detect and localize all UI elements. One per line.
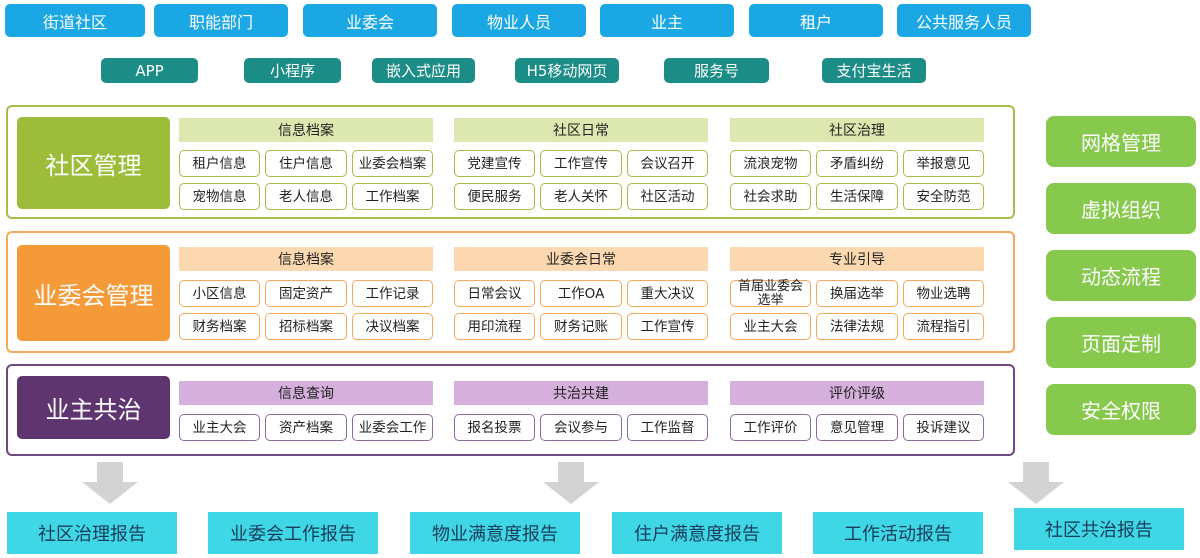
module-item[interactable]: 业主大会 — [730, 313, 811, 340]
module-item[interactable]: 固定资产 — [265, 280, 347, 307]
module-item[interactable]: 举报意见 — [903, 150, 984, 177]
group-header: 专业引导 — [730, 247, 984, 271]
module-item[interactable]: 住户信息 — [265, 150, 347, 177]
module-item[interactable]: 宠物信息 — [179, 183, 260, 210]
module-item[interactable]: 物业选聘 — [903, 280, 984, 307]
report-property-satisfaction[interactable]: 物业满意度报告 — [410, 512, 580, 554]
module-item[interactable]: 业委会工作 — [352, 414, 433, 441]
group-header: 评价评级 — [730, 381, 984, 405]
role-owner[interactable]: 业主 — [600, 4, 734, 37]
module-item[interactable]: 投诉建议 — [903, 414, 984, 441]
section-title-co-governance: 业主共治 — [17, 376, 170, 439]
module-item[interactable]: 决议档案 — [352, 313, 433, 340]
module-item[interactable]: 财务记账 — [540, 313, 622, 340]
module-item[interactable]: 意见管理 — [816, 414, 898, 441]
role-property-staff[interactable]: 物业人员 — [452, 4, 586, 37]
module-item[interactable]: 租户信息 — [179, 150, 260, 177]
module-item[interactable]: 换届选举 — [816, 280, 898, 307]
module-item[interactable]: 安全防范 — [903, 183, 984, 210]
down-arrow-icon — [1008, 462, 1064, 504]
module-item[interactable]: 工作记录 — [352, 280, 433, 307]
module-item[interactable]: 工作监督 — [627, 414, 708, 441]
channel-embedded-app[interactable]: 嵌入式应用 — [372, 58, 475, 83]
module-item[interactable]: 重大决议 — [627, 280, 708, 307]
report-work-activity[interactable]: 工作活动报告 — [813, 512, 983, 554]
module-item[interactable]: 流浪宠物 — [730, 150, 811, 177]
module-item[interactable]: 工作评价 — [730, 414, 811, 441]
channel-app[interactable]: APP — [101, 58, 198, 83]
section-owner-co-governance — [6, 364, 1015, 456]
group-header: 信息查询 — [179, 381, 433, 405]
channel-alipay-life[interactable]: 支付宝生活 — [822, 58, 926, 83]
module-item[interactable]: 报名投票 — [454, 414, 535, 441]
feature-page-customization[interactable]: 页面定制 — [1046, 317, 1196, 368]
down-arrow-icon — [82, 462, 138, 504]
module-item[interactable]: 老人信息 — [265, 183, 347, 210]
role-functional-dept[interactable]: 职能部门 — [154, 4, 288, 37]
module-item[interactable]: 财务档案 — [179, 313, 260, 340]
module-item[interactable]: 法律法规 — [816, 313, 898, 340]
module-item[interactable]: 党建宣传 — [454, 150, 535, 177]
group-header: 共治共建 — [454, 381, 708, 405]
module-item[interactable]: 工作OA — [540, 280, 622, 307]
module-item[interactable]: 招标档案 — [265, 313, 347, 340]
feature-security-permissions[interactable]: 安全权限 — [1046, 384, 1196, 435]
module-item[interactable]: 首届业委会选举 — [730, 279, 811, 307]
module-item[interactable]: 生活保障 — [816, 183, 898, 210]
module-item[interactable]: 资产档案 — [265, 414, 347, 441]
module-item[interactable]: 会议参与 — [540, 414, 622, 441]
module-item[interactable]: 会议召开 — [627, 150, 708, 177]
role-street-community[interactable]: 街道社区 — [5, 4, 145, 37]
report-resident-satisfaction[interactable]: 住户满意度报告 — [612, 512, 782, 554]
channel-service-account[interactable]: 服务号 — [664, 58, 769, 83]
channel-mini-program[interactable]: 小程序 — [244, 58, 341, 83]
down-arrow-icon — [543, 462, 599, 504]
role-tenant[interactable]: 租户 — [749, 4, 883, 37]
role-owners-committee[interactable]: 业委会 — [303, 4, 437, 37]
group-header: 社区日常 — [454, 118, 708, 142]
channel-h5-mobile[interactable]: H5移动网页 — [515, 58, 619, 83]
module-item[interactable]: 便民服务 — [454, 183, 535, 210]
module-item[interactable]: 小区信息 — [179, 280, 260, 307]
module-item[interactable]: 工作宣传 — [540, 150, 622, 177]
feature-grid-management[interactable]: 网格管理 — [1046, 116, 1196, 167]
report-community-governance[interactable]: 社区治理报告 — [7, 512, 177, 554]
module-item[interactable]: 社区活动 — [627, 183, 708, 210]
module-item[interactable]: 流程指引 — [903, 313, 984, 340]
feature-virtual-organization[interactable]: 虚拟组织 — [1046, 183, 1196, 234]
feature-dynamic-process[interactable]: 动态流程 — [1046, 250, 1196, 301]
module-item[interactable]: 工作档案 — [352, 183, 433, 210]
report-committee-work[interactable]: 业委会工作报告 — [208, 512, 378, 554]
section-committee-management — [6, 231, 1015, 353]
group-header: 业委会日常 — [454, 247, 708, 271]
group-header: 信息档案 — [179, 247, 433, 271]
module-item[interactable]: 老人关怀 — [540, 183, 622, 210]
section-title-committee: 业委会管理 — [17, 245, 170, 341]
section-title-community: 社区管理 — [17, 117, 170, 209]
role-public-service[interactable]: 公共服务人员 — [897, 4, 1031, 37]
group-header: 社区治理 — [730, 118, 984, 142]
module-item[interactable]: 业委会档案 — [352, 150, 433, 177]
module-item[interactable]: 社会求助 — [730, 183, 811, 210]
group-header: 信息档案 — [179, 118, 433, 142]
section-community-management — [6, 105, 1015, 219]
module-item[interactable]: 矛盾纠纷 — [816, 150, 898, 177]
module-item[interactable]: 业主大会 — [179, 414, 260, 441]
module-item[interactable]: 日常会议 — [454, 280, 535, 307]
module-item[interactable]: 用印流程 — [454, 313, 535, 340]
module-item[interactable]: 工作宣传 — [627, 313, 708, 340]
report-community-co-governance[interactable]: 社区共治报告 — [1014, 508, 1184, 550]
